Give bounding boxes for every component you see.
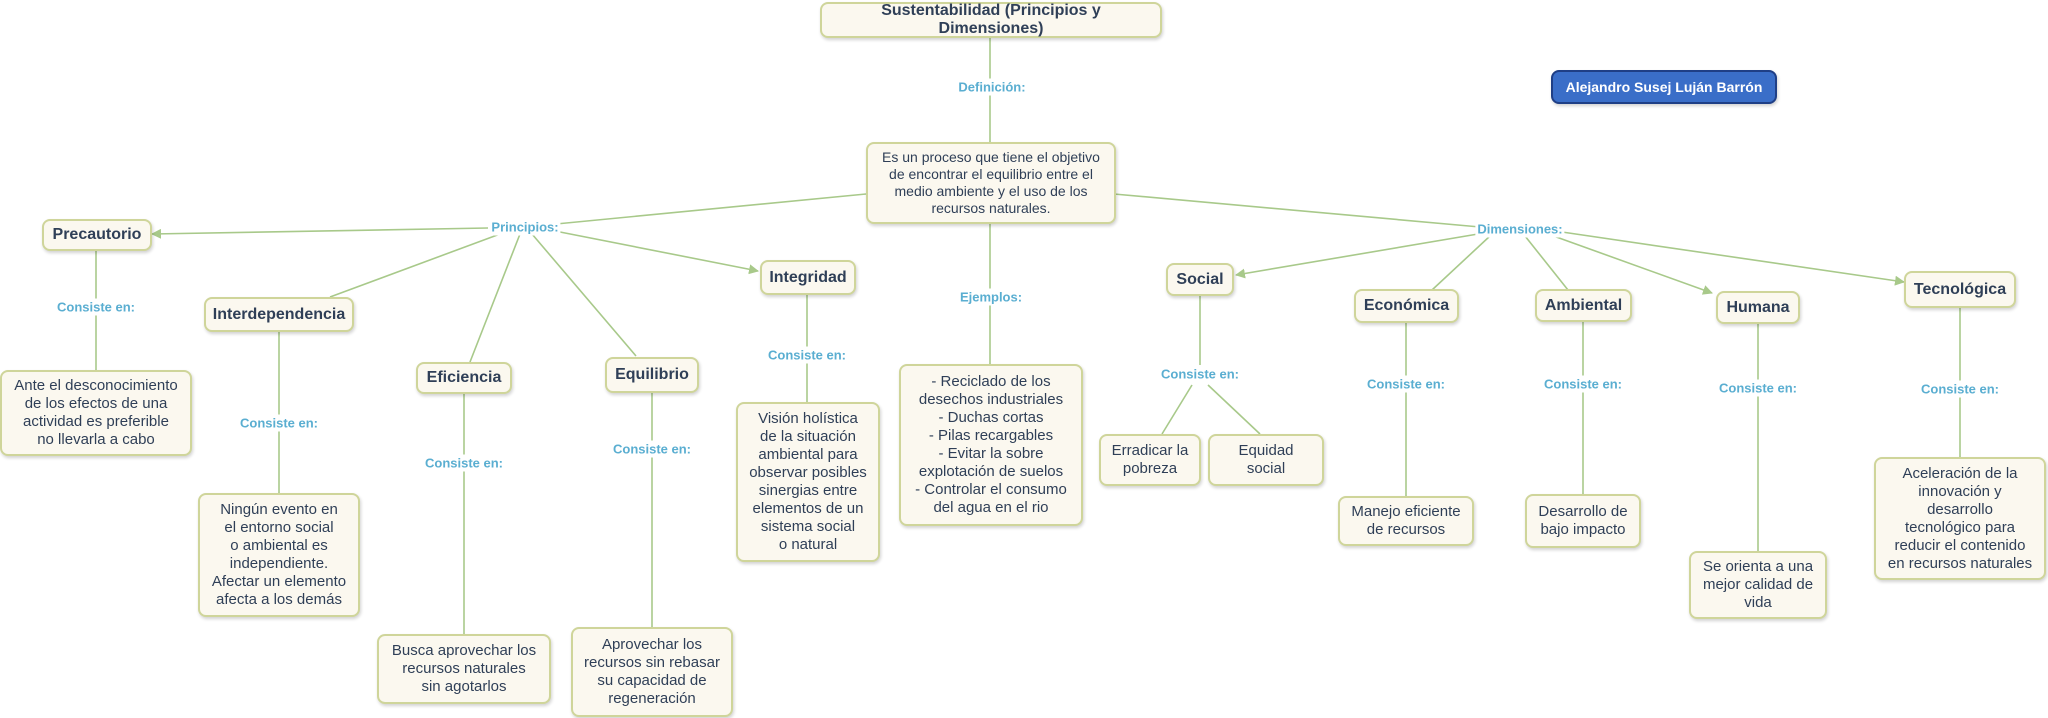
principle-equilibrio[interactable]: Equilibrio [605,357,699,393]
dimension-social[interactable]: Social [1166,263,1234,296]
link-dimensiones-ambiental [1524,235,1569,291]
label-consiste-humana: Consiste en: [1716,379,1800,397]
link-principios-interdependencia [329,233,501,298]
desc-economica[interactable]: Manejo eficiente de recursos [1338,496,1474,546]
principle-interdependencia[interactable]: Interdependencia [204,297,354,332]
link-dimensiones-humana [1547,233,1713,295]
principle-integridad[interactable]: Integridad [760,260,856,295]
desc-integridad[interactable]: Visión holística de la situación ambient… [736,402,880,562]
desc-interdependencia[interactable]: Ningún evento en el entorno social o amb… [198,493,360,617]
label-consiste-social: Consiste en: [1158,365,1242,383]
label-consiste-eficiencia: Consiste en: [422,454,506,472]
desc-eficiencia[interactable]: Busca aprovechar los recursos naturales … [377,634,551,704]
label-consiste-economica: Consiste en: [1364,375,1448,393]
label-consiste-precautorio: Consiste en: [54,298,138,316]
label-consiste-equilibrio: Consiste en: [610,440,694,458]
link-dimensiones-social [1235,233,1479,279]
desc-precautorio[interactable]: Ante el desconocimiento de los efectos d… [0,370,192,456]
desc-social-equidad[interactable]: Equidad social [1208,434,1324,486]
label-consiste-interdependencia: Consiste en: [237,414,321,432]
link-principios-integridad [559,231,759,275]
author-node[interactable]: Alejandro Susej Luján Barrón [1551,70,1777,104]
label-definicion: Definición: [956,78,1028,96]
dimension-humana[interactable]: Humana [1716,291,1800,324]
desc-ambiental[interactable]: Desarrollo de bajo impacto [1525,494,1641,548]
desc-tecnologica[interactable]: Aceleración de la innovación y desarroll… [1874,457,2046,580]
link-principios-precautorio [151,227,489,239]
link-consiste-equidad [1207,384,1261,435]
dimension-tecnologica[interactable]: Tecnológica [1904,271,2016,308]
desc-humana[interactable]: Se orienta a una mejor calidad de vida [1689,551,1827,619]
label-consiste-ambiental: Consiste en: [1541,375,1625,393]
principle-eficiencia[interactable]: Eficiencia [416,362,512,394]
label-consiste-tecnologica: Consiste en: [1918,380,2002,398]
link-principios-eficiencia [469,233,521,363]
link-definition-dimensiones [1113,193,1481,228]
label-consiste-integridad: Consiste en: [765,346,849,364]
link-dimensiones-economica [1431,235,1491,291]
label-principios: Principios: [489,218,561,236]
title-node[interactable]: Sustentabilidad (Principios y Dimensione… [820,2,1162,38]
link-dimensiones-tecnologica [1561,231,1905,286]
examples-node[interactable]: - Reciclado de los desechos industriales… [899,364,1083,526]
definition-node[interactable]: Es un proceso que tiene el objetivo de e… [866,142,1116,224]
label-dimensiones: Dimensiones: [1475,220,1565,238]
principle-precautorio[interactable]: Precautorio [42,219,152,251]
desc-social-pobreza[interactable]: Erradicar la pobreza [1099,434,1201,486]
desc-equilibrio[interactable]: Aprovechar los recursos sin rebasar su c… [571,627,733,717]
label-ejemplos: Ejemplos: [957,288,1025,306]
link-principios-equilibrio [531,233,637,357]
dimension-economica[interactable]: Económica [1354,289,1459,323]
dimension-ambiental[interactable]: Ambiental [1535,289,1632,322]
link-consiste-pobreza [1161,384,1193,435]
link-definition-principios [524,193,867,228]
